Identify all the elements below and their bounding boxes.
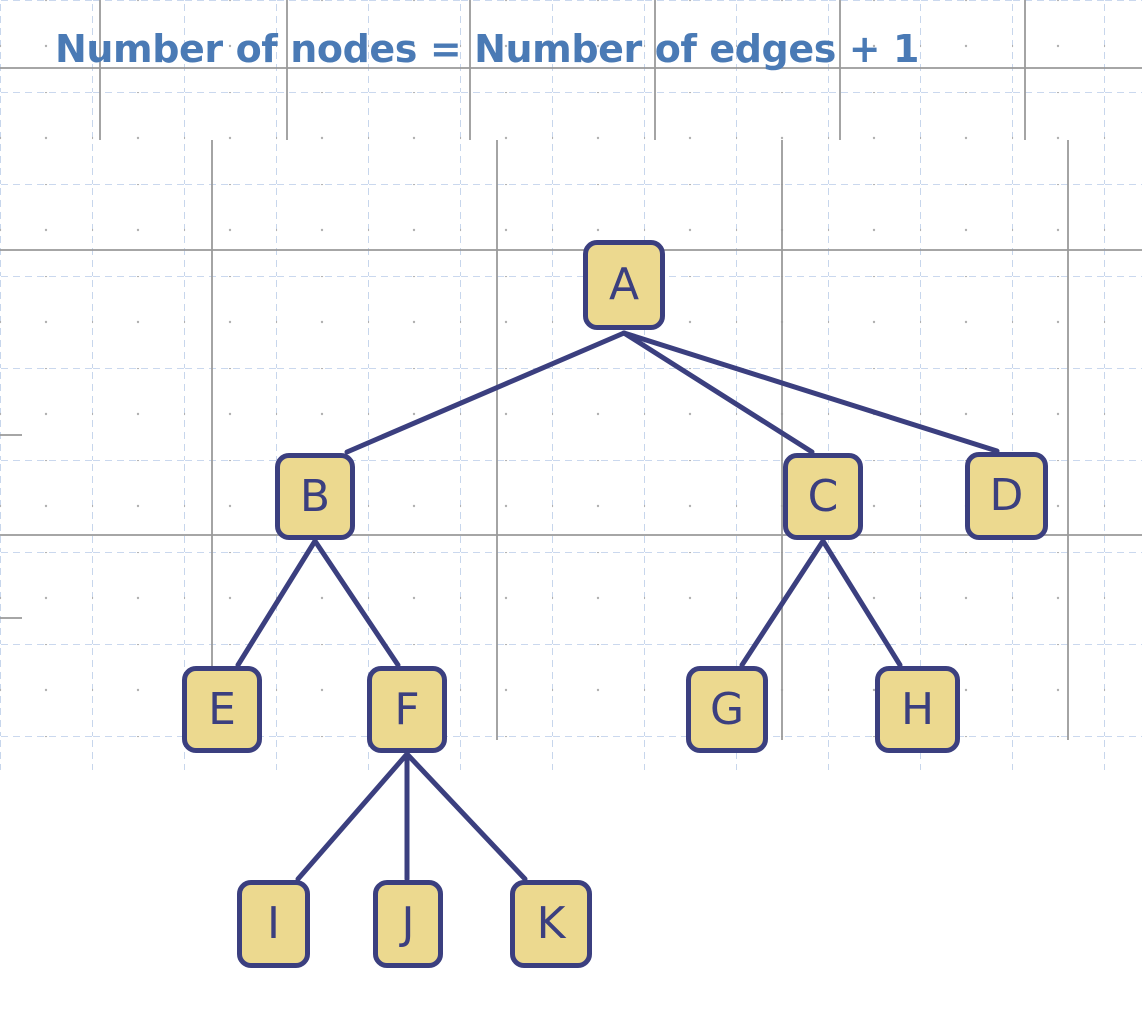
edge-f-k — [404, 751, 528, 882]
edge-a-d — [621, 330, 1000, 454]
tree-node-a[interactable]: A — [583, 240, 665, 330]
edge-c-g — [739, 538, 826, 668]
tree-node-label: K — [536, 898, 566, 949]
tree-node-k[interactable]: K — [510, 880, 592, 968]
tree-node-j[interactable]: J — [373, 880, 443, 968]
tree-node-h[interactable]: H — [875, 666, 960, 753]
tree-node-d[interactable]: D — [965, 452, 1048, 540]
tree-node-e[interactable]: E — [182, 666, 262, 753]
edge-f-i — [295, 751, 410, 882]
tree-node-b[interactable]: B — [275, 453, 355, 540]
edge-b-f — [312, 538, 401, 668]
edge-a-b — [344, 330, 627, 455]
tree-node-label: A — [608, 259, 640, 310]
tree-node-label: J — [401, 898, 415, 949]
tree-node-c[interactable]: C — [783, 453, 863, 540]
tree-node-g[interactable]: G — [686, 666, 768, 753]
tree-node-label: G — [709, 683, 745, 735]
tree-node-label: H — [900, 683, 935, 735]
tree-node-f[interactable]: F — [367, 666, 447, 753]
edge-b-e — [235, 538, 318, 668]
edge-a-c — [621, 330, 815, 455]
tree-node-label: I — [267, 898, 280, 949]
edge-c-h — [820, 538, 903, 668]
tree-node-i[interactable]: I — [237, 880, 310, 968]
tree-node-label: F — [394, 683, 420, 735]
tree-node-label: C — [807, 470, 839, 522]
tree-node-label: B — [299, 470, 331, 522]
tree-node-label: D — [989, 470, 1024, 521]
page-title: Number of nodes = Number of edges + 1 — [55, 27, 920, 71]
tree-node-label: E — [208, 683, 236, 735]
